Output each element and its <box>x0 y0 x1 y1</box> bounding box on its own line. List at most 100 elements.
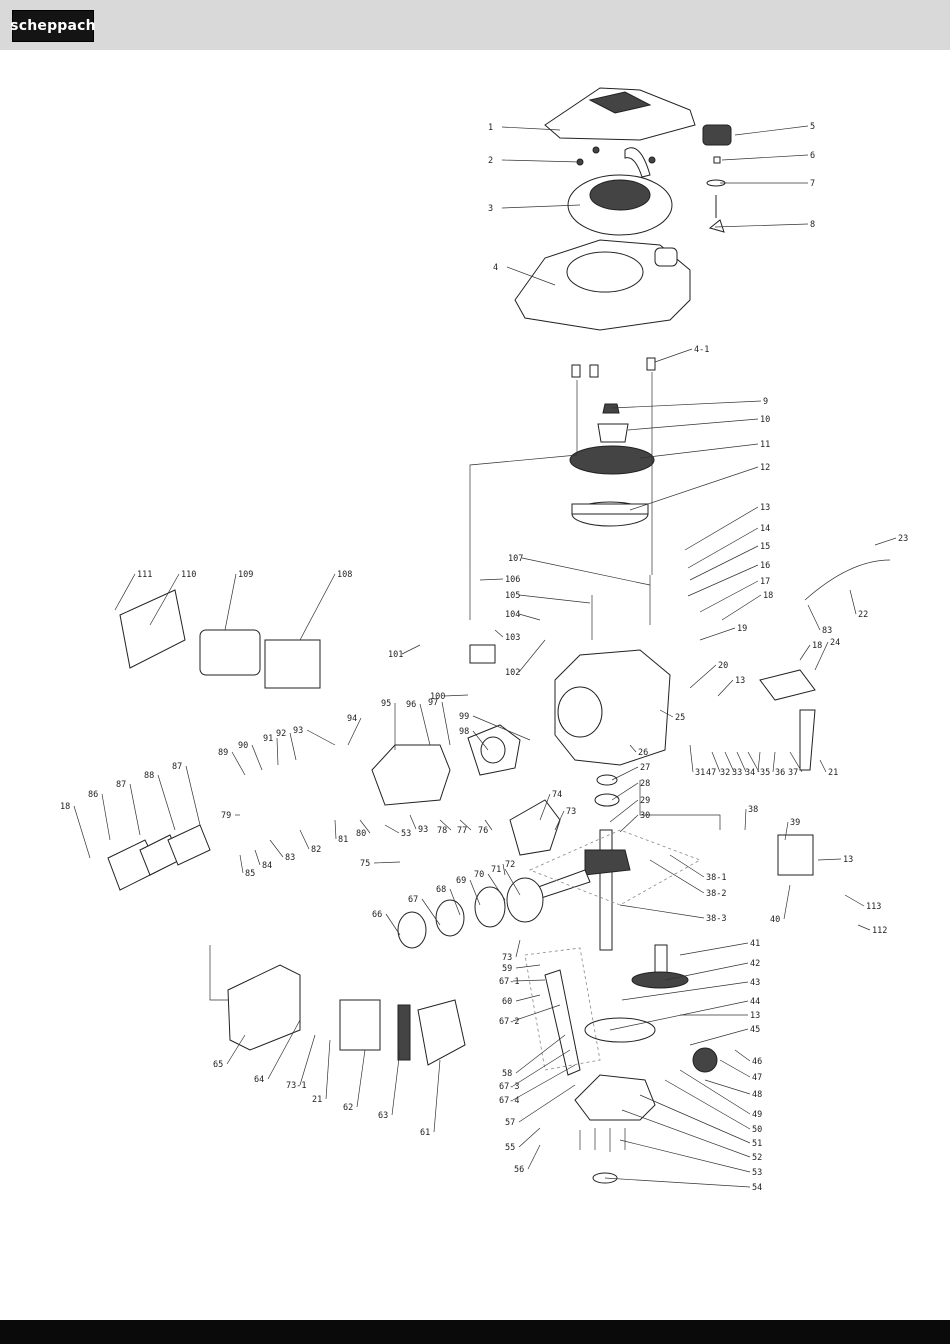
part-number-label: 82 <box>311 845 321 855</box>
leader-line <box>874 537 897 546</box>
part-number-label: 67-1 <box>499 977 519 987</box>
leader-line <box>391 1049 401 1116</box>
leader-line <box>689 1028 749 1046</box>
part-piston-ring <box>397 911 427 949</box>
part-number-label: 51 <box>752 1139 762 1149</box>
diagram-canvas: 123456784-191011121314151617181920132322… <box>60 87 908 1193</box>
part-number-label: 79 <box>221 811 231 821</box>
leader-line <box>714 223 809 228</box>
leader-line <box>772 751 776 773</box>
part-number-label: 19 <box>737 624 747 634</box>
part-number-label: 113 <box>866 902 881 912</box>
part-head-gasket-hole <box>480 736 506 764</box>
leader-line <box>669 854 705 878</box>
leader-line <box>734 125 809 136</box>
leader-line <box>611 782 639 801</box>
brand-logo-text: scheppach <box>10 18 96 34</box>
leader-line <box>717 679 734 697</box>
part-number-label: 28 <box>640 779 650 789</box>
part-number-label: 43 <box>750 978 760 988</box>
part-flywheel-rim <box>571 503 649 515</box>
part-number-label: 89 <box>218 748 228 758</box>
leader-line <box>747 751 760 773</box>
part-number-label: 55 <box>505 1143 515 1153</box>
leader-line <box>384 824 400 834</box>
part-top-cover-grille <box>588 91 652 114</box>
leader-line <box>789 751 803 773</box>
leader-line <box>619 904 705 919</box>
leader-line <box>325 1039 331 1100</box>
leader-line <box>512 1064 576 1101</box>
leader-line <box>501 126 561 131</box>
leader-line <box>269 839 284 858</box>
part-starter-cup <box>597 423 629 443</box>
leader-line <box>433 1059 441 1133</box>
part-number-labels: 123456784-191011121314151617181920132322… <box>60 122 908 1193</box>
part-number-label: 110 <box>181 570 196 580</box>
leader-line <box>849 589 857 615</box>
part-number-label: 23 <box>898 534 908 544</box>
leader-line <box>844 894 865 907</box>
part-number-label: 72 <box>505 860 515 870</box>
part-number-label: 70 <box>474 870 484 880</box>
part-number-label: 25 <box>675 713 685 723</box>
part-number-label: 69 <box>456 876 466 886</box>
part-number-label: 75 <box>360 859 370 869</box>
part-number-label: 7 <box>810 179 815 189</box>
leader-line <box>684 506 759 551</box>
leader-line <box>421 898 441 926</box>
leader-line <box>359 819 371 834</box>
part-piston-ring <box>474 886 506 928</box>
part-number-label: 88 <box>144 771 154 781</box>
part-number-label: 80 <box>356 829 366 839</box>
part-air-filter-cover <box>417 999 466 1066</box>
leader-line <box>73 805 91 859</box>
part-screw <box>648 156 656 164</box>
part-number-label: 18 <box>812 641 822 651</box>
leader-line <box>629 744 637 753</box>
leader-line <box>299 573 336 641</box>
part-number-label: 100 <box>430 692 445 702</box>
leader-line <box>502 863 506 876</box>
leader-line <box>299 1034 316 1086</box>
leader-line <box>501 159 581 163</box>
leader-line <box>419 703 431 746</box>
part-crankshaft-web <box>584 849 631 876</box>
part-number-label: 38-2 <box>706 889 726 899</box>
part-number-label: 61 <box>420 1128 430 1138</box>
part-number-label: 13 <box>750 1011 760 1021</box>
part-governor-gear <box>692 1047 718 1073</box>
part-number-label: 78 <box>437 826 447 836</box>
part-number-label: 53 <box>752 1168 762 1178</box>
part-number-label: 11 <box>760 440 770 450</box>
part-number-label: 13 <box>735 676 745 686</box>
part-number-label: 58 <box>502 1069 512 1079</box>
part-number-label: 26 <box>638 748 648 758</box>
leader-line <box>619 1139 751 1173</box>
assembly-line <box>639 780 721 830</box>
part-crankshaft-shaft <box>599 829 613 951</box>
part-number-label: 41 <box>750 939 760 949</box>
part-number-label: 111 <box>137 570 152 580</box>
group-outline-dipstick <box>524 947 601 1071</box>
part-number-label: 109 <box>238 570 253 580</box>
part-starter-handle <box>624 147 651 178</box>
part-number-label: 73 <box>502 953 512 963</box>
leader-line <box>679 1069 751 1115</box>
part-number-label: 31 <box>695 768 705 778</box>
leader-line <box>783 884 791 920</box>
leader-line <box>817 858 842 861</box>
leader-line <box>504 868 521 896</box>
part-number-label: 98 <box>459 727 469 737</box>
leader-line <box>267 1019 301 1080</box>
leader-line <box>149 573 180 626</box>
part-number-label: 32 <box>720 768 730 778</box>
leader-line <box>373 861 401 864</box>
part-number-label: 64 <box>254 1075 264 1085</box>
leader-line <box>857 924 871 931</box>
part-number-label: 54 <box>752 1183 762 1193</box>
leader-line <box>501 204 581 209</box>
leader-line <box>157 774 176 831</box>
leader-line <box>621 1109 751 1158</box>
leader-line <box>611 766 639 781</box>
